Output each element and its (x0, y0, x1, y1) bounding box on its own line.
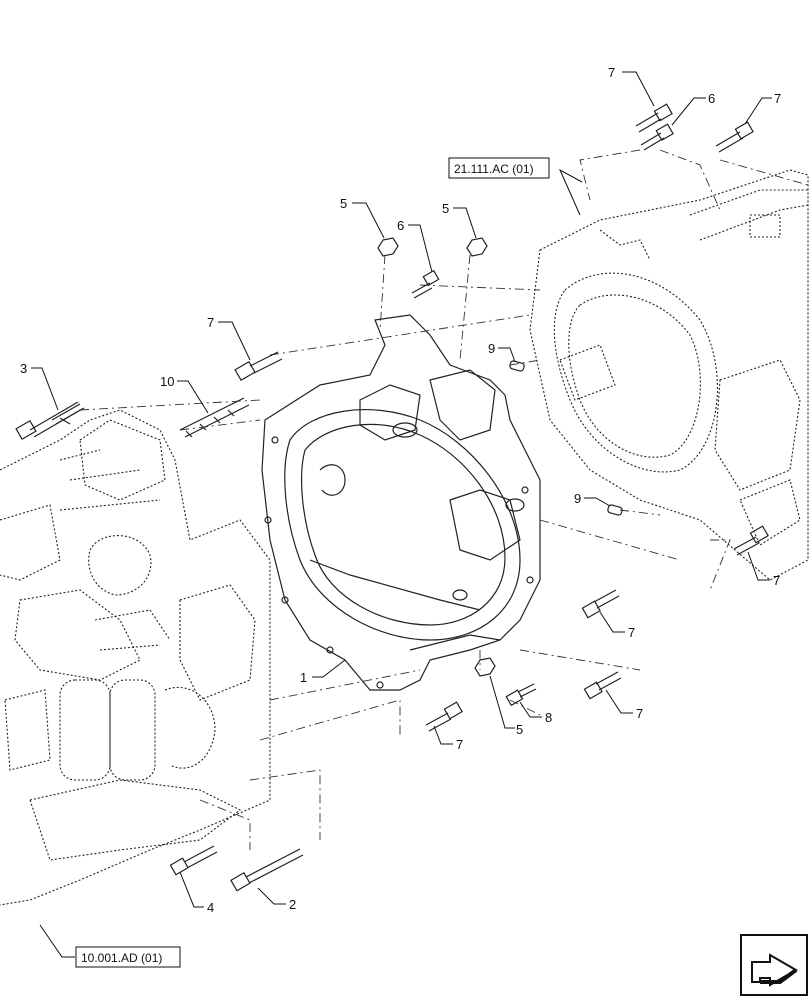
callout-7: 7 (456, 737, 463, 752)
reference-upper[interactable]: 21.111.AC (01) (448, 157, 550, 179)
pin-9-upper (509, 360, 525, 372)
bolt-8 (505, 683, 537, 707)
reference-upper-label: 21.111.AC (01) (454, 162, 534, 176)
alignment-lines (79, 149, 809, 850)
bolt-7-top-a (635, 103, 673, 133)
callout-1: 1 (300, 670, 307, 685)
callout-3: 3 (20, 361, 27, 376)
nut-5-left (377, 237, 399, 257)
bolt-2 (230, 848, 304, 892)
bolt-6-top (640, 123, 674, 151)
callout-9: 9 (574, 491, 581, 506)
callout-7: 7 (608, 65, 615, 80)
callout-4: 4 (207, 900, 214, 915)
pin-9-lower (607, 504, 623, 516)
callout-9: 9 (488, 341, 495, 356)
callout-5: 5 (340, 196, 347, 211)
callout-2: 2 (289, 897, 296, 912)
callout-7: 7 (773, 573, 780, 588)
bolt-7-mid-right (581, 589, 620, 619)
nut-5-lower (474, 657, 496, 677)
callout-8: 8 (545, 710, 552, 725)
engine-block (0, 409, 271, 906)
callout-10: 10 (160, 374, 174, 389)
callout-5: 5 (442, 201, 449, 216)
bolt-10 (179, 397, 250, 438)
callout-5: 5 (516, 722, 523, 737)
adapter-housing (261, 314, 541, 691)
callout-7: 7 (628, 625, 635, 640)
bolt-7-upper-left (234, 351, 283, 382)
view-direction-arrow-icon[interactable] (740, 934, 808, 996)
callout-6: 6 (397, 218, 404, 233)
reference-lower[interactable]: 10.001.AD (01) (75, 946, 181, 968)
callout-labels: 7 6 7 5 6 5 7 3 10 9 9 7 7 7 8 5 7 1 4 2 (20, 65, 781, 915)
bolt-3 (15, 401, 85, 441)
reference-lower-label: 10.001.AD (01) (81, 951, 162, 965)
leader-lines (31, 71, 772, 958)
callout-7: 7 (207, 315, 214, 330)
callout-7: 7 (636, 706, 643, 721)
bolt-7-top-b (715, 121, 754, 153)
transmission-housing (529, 169, 809, 581)
callout-7: 7 (774, 91, 781, 106)
bolt-4 (169, 845, 218, 876)
bolt-7-bottom (425, 701, 463, 732)
nut-5-right (466, 237, 488, 257)
bolt-6-mid (411, 269, 440, 299)
bolt-7-right (733, 525, 769, 556)
bolt-7-low-right (583, 671, 622, 700)
callout-6: 6 (708, 91, 715, 106)
